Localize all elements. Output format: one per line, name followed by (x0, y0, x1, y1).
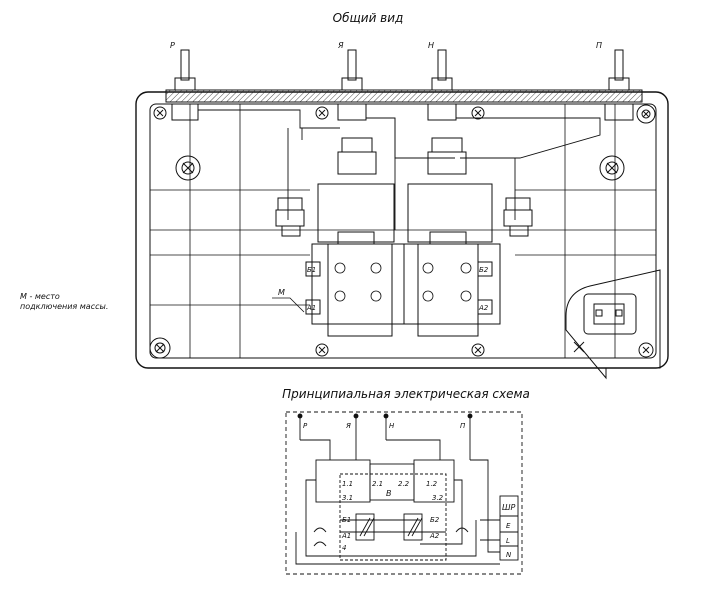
sch-label-ya: Я (345, 422, 351, 430)
schematic-title: Принципиальная электрическая схема (282, 387, 530, 401)
sch-label-v: В (386, 489, 392, 498)
relay-dashed-frame (339, 473, 447, 561)
sch-label-l: L (506, 537, 510, 545)
coil-right (403, 513, 423, 541)
housing-inner (149, 103, 657, 359)
schematic (285, 411, 523, 575)
contact-pad-b2 (477, 261, 493, 277)
general-view-labels: Р Я Н П Б1 Б2 А1 А2 М (170, 41, 602, 312)
contact-label-b2: Б2 (479, 266, 489, 274)
sch-label-shr: ШР (502, 503, 516, 512)
ribs (150, 104, 656, 358)
terminal-label-ya: Я (337, 41, 344, 50)
mass-marker-label: М (278, 288, 285, 297)
screw-icon (149, 337, 171, 359)
schematic-border (285, 411, 523, 575)
sch-label-a2: А2 (429, 532, 440, 540)
mass-note: М - место подключения массы. (20, 292, 108, 312)
screw-icon (471, 343, 485, 357)
sch-label-1-1: 1.1 (342, 480, 353, 488)
top-hatched-strip (165, 89, 643, 103)
terminal-stud-p (604, 49, 634, 121)
schematic-labels: Р Я Н П 1.1 2.1 2.2 1.2 3.1 3.2 В Б1 Б2 … (303, 422, 516, 559)
terminal-stud-ya (337, 49, 367, 121)
bus-bars (198, 109, 601, 230)
connector-socket (565, 269, 661, 380)
contactor-right (403, 137, 501, 337)
hex-nuts-right (503, 197, 533, 237)
terminal-stud-n (427, 49, 457, 121)
sch-label-a1: А1 (341, 532, 351, 540)
sch-label-p: П (460, 422, 466, 430)
terminal-label-p: П (596, 41, 602, 50)
coil-left (355, 513, 375, 541)
contact-pad-a1 (305, 299, 321, 315)
screw-icon (175, 155, 201, 181)
screw-icon (471, 106, 485, 120)
contact-label-a2: А2 (478, 304, 489, 312)
mass-leader (272, 297, 305, 313)
sch-label-1-2: 1.2 (426, 480, 438, 488)
sch-label-3-1: 3.1 (342, 494, 353, 502)
sch-label-e: E (506, 522, 511, 530)
screw-icon (638, 342, 654, 358)
sch-label-n-pin: N (506, 551, 512, 559)
mass-note-line2: подключения массы. (20, 302, 109, 311)
contact-pad-b1 (305, 261, 321, 277)
general-view (135, 49, 669, 380)
screw-icon (153, 106, 167, 120)
sch-label-4: 4 (342, 544, 346, 552)
screw-icon (315, 343, 329, 357)
mass-note-line1: М - место (20, 292, 60, 301)
contact-label-a1: А1 (306, 304, 316, 312)
contact-pad-a2 (477, 299, 493, 315)
contact-label-b1: Б1 (307, 266, 316, 274)
screw-icon (315, 106, 329, 120)
contact-screws (334, 262, 472, 302)
sch-label-b1: Б1 (342, 516, 351, 524)
sch-label-r: Р (303, 422, 308, 430)
hex-nuts-left (275, 197, 305, 237)
terminal-label-r: Р (170, 41, 175, 50)
view-title: Общий вид (333, 11, 404, 25)
sch-label-b2: Б2 (430, 516, 440, 524)
screw-icon (599, 155, 625, 181)
sch-label-n: Н (389, 422, 395, 430)
connector-block (499, 495, 519, 561)
relay-box-3 (413, 459, 455, 503)
sch-label-2-2: 2.2 (398, 480, 410, 488)
terminal-label-n: Н (428, 41, 434, 50)
sch-label-2-1: 2.1 (372, 480, 383, 488)
contactor-left (311, 137, 405, 337)
terminal-stud-r (171, 49, 199, 121)
sch-label-3-2: 3.2 (432, 494, 444, 502)
screw-icon (636, 104, 656, 124)
